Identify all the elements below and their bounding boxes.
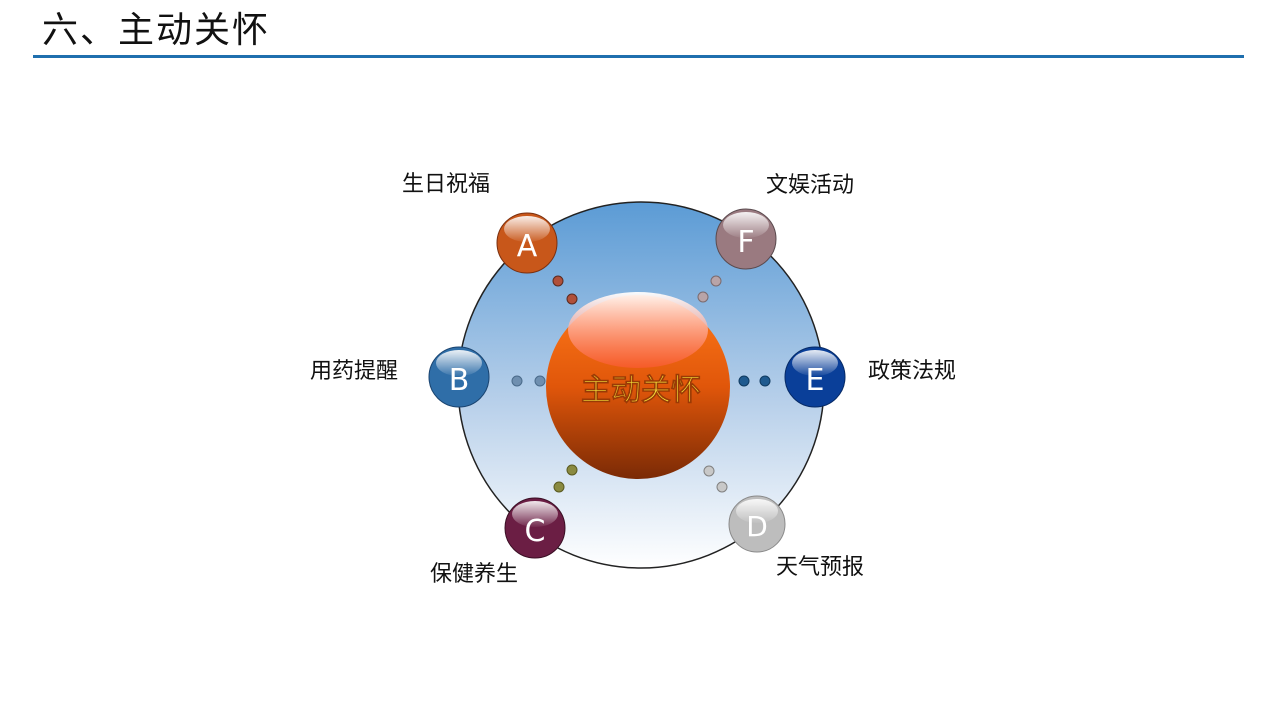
node-c[interactable]: C [504,497,566,559]
node-a-letter: A [517,229,538,264]
connector-dots [511,275,771,493]
node-c-label: 保健养生 [430,562,519,587]
node-f-label: 文娱活动 [766,173,855,198]
node-d-letter: D [746,510,768,543]
center-sphere: 主动关怀 [546,292,730,479]
node-b-letter: B [449,363,470,398]
node-d-label: 天气预报 [776,555,865,580]
center-label: 主动关怀 [581,373,701,408]
node-e[interactable]: E [784,346,846,408]
node-a[interactable]: A [496,212,558,274]
node-c-letter: C [525,514,546,549]
node-e-letter: E [806,363,825,398]
node-e-label: 政策法规 [868,359,957,384]
node-a-label: 生日祝福 [402,172,491,197]
node-f-letter: F [737,225,754,260]
node-b[interactable]: B [428,346,490,408]
node-f[interactable]: F [715,208,777,270]
node-b-label: 用药提醒 [310,359,399,384]
node-d[interactable]: D [728,495,786,553]
page-title: 六、主动关怀 [42,10,271,51]
title-underline [33,55,1244,58]
